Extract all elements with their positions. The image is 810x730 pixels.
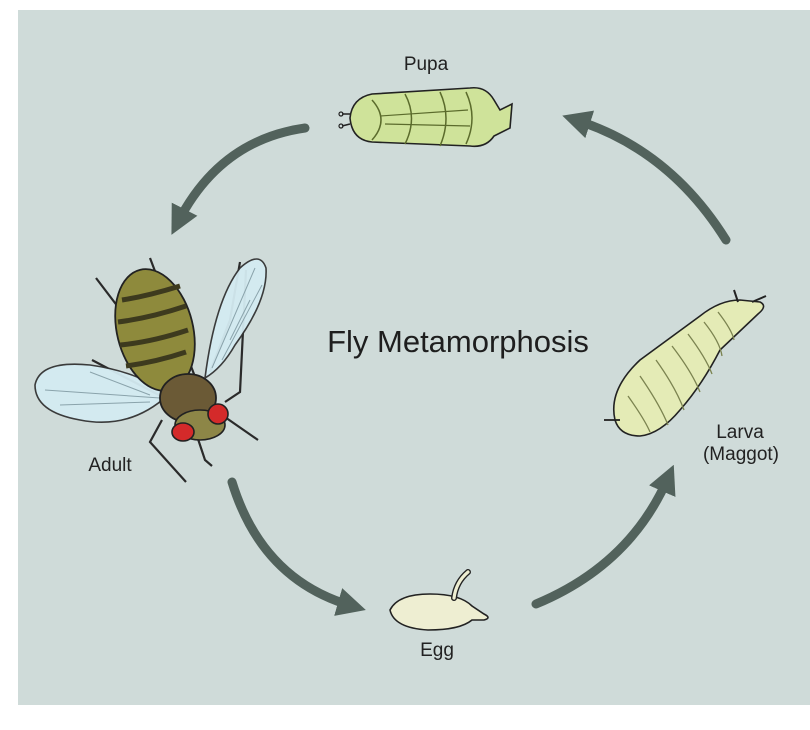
larva-sublabel: (Maggot) (703, 444, 779, 465)
arrow-egg-to-larva (536, 478, 668, 604)
pupa-illustration (339, 88, 512, 147)
arrow-pupa-to-adult (178, 128, 305, 222)
larva-label: Larva (716, 422, 764, 443)
pupa-label: Pupa (404, 54, 449, 75)
diagram-title: Fly Metamorphosis (327, 324, 589, 359)
larva-illustration (604, 290, 766, 436)
adult-fly-illustration (35, 258, 266, 482)
egg-label: Egg (420, 640, 454, 661)
arrow-adult-to-egg (232, 482, 352, 606)
adult-label: Adult (88, 455, 132, 476)
arrow-larva-to-pupa (576, 120, 726, 240)
egg-illustration (390, 572, 488, 630)
